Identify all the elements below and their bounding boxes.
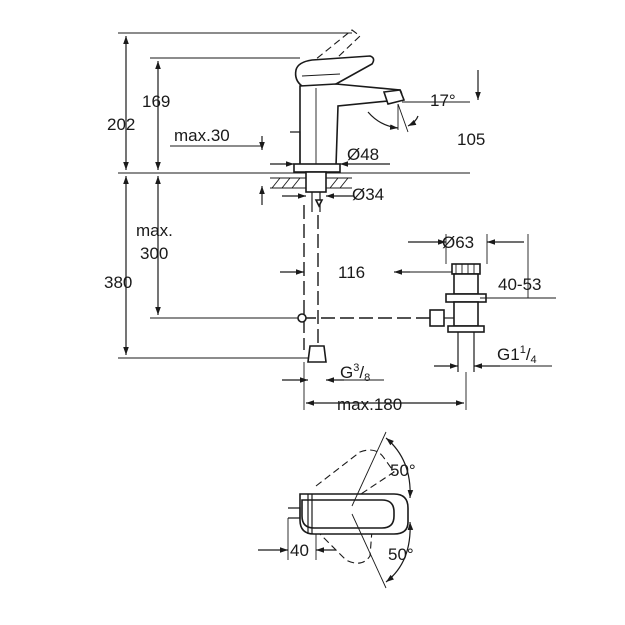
mixer-base [293, 163, 341, 173]
top-view: 50° 50° 40 [258, 431, 416, 589]
upper-angle-ray [351, 431, 387, 507]
hose-connector [314, 199, 324, 208]
upper-angle-arc [385, 437, 414, 499]
mixer-body [290, 29, 406, 173]
popup-rod [290, 131, 301, 164]
spout-angle-label: 17° [430, 91, 456, 110]
elevation-view: 202 169 380 max. 300 max.30 [104, 29, 556, 414]
max-plate-label: max.30 [174, 126, 230, 145]
waste-diameter-label: Ø63 [442, 233, 474, 252]
lever-offset-label: 40 [290, 541, 309, 560]
lever-angle-bottom-label: 50° [388, 545, 414, 564]
supply-connector [307, 345, 327, 363]
top-lever-ridge [307, 494, 313, 534]
waste-tail-nut [447, 325, 485, 333]
lever-rotated-down [315, 529, 373, 564]
lever-handle [294, 55, 375, 89]
spout-tip [382, 89, 406, 105]
base-diameter-label: Ø48 [347, 145, 379, 164]
waste-offset-label: 116 [338, 263, 365, 282]
lever-angle-top-label: 50° [390, 461, 416, 480]
max-300-label-line1: max. [136, 221, 173, 240]
worktop-section [270, 171, 352, 212]
spout-height-label: 169 [142, 92, 170, 111]
waste-valve [429, 263, 487, 372]
mounting-shank [305, 171, 327, 193]
supply-thread-label: G3/8 [340, 362, 370, 384]
total-depth-label: 380 [104, 273, 132, 292]
top-lever-inner [301, 499, 395, 529]
spout-reach-label: 105 [457, 130, 485, 149]
overall-height-label: 202 [107, 115, 135, 134]
hole-diameter-label: Ø34 [352, 185, 384, 204]
lever-detail [301, 73, 341, 77]
lower-angle-ray [351, 513, 387, 589]
angle-flow-line [397, 103, 409, 133]
lever-rotated-up [315, 449, 395, 505]
lever-open-position [299, 29, 361, 79]
waste-thread-label: G11/4 [497, 344, 537, 366]
angle-arc-left [367, 111, 399, 130]
rod-clip [297, 313, 307, 323]
max-rod-label: max.180 [337, 395, 402, 414]
waste-range-label: 40-53 [498, 275, 541, 294]
max-300-label-line2: 300 [140, 244, 168, 263]
angle-arc-right [407, 115, 419, 127]
waste-body-lower [453, 301, 479, 327]
top-popup-knob [288, 507, 301, 519]
rod-pivot [429, 309, 445, 327]
lower-angle-arc [385, 521, 414, 583]
waste-body-upper [453, 273, 479, 295]
